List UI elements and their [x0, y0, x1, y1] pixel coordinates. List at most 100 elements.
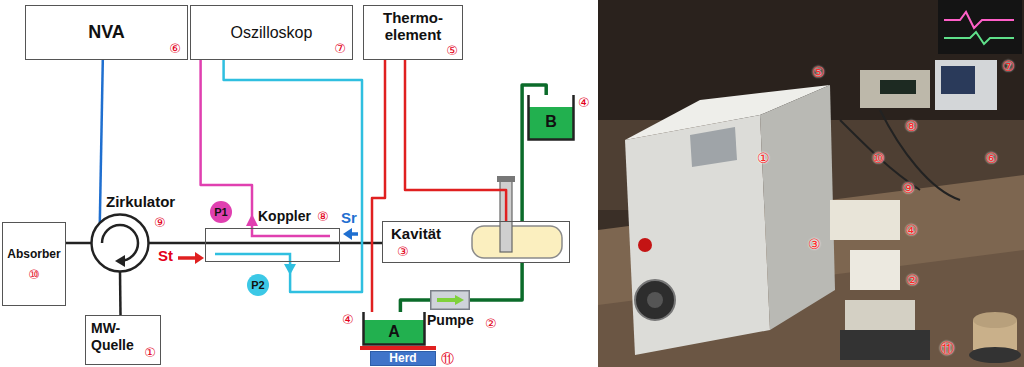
callout-number: ②	[906, 272, 919, 288]
lab-photo	[845, 300, 915, 330]
sr-arrow	[343, 228, 358, 240]
callout-number: ⑥	[985, 150, 998, 166]
flow-arrow	[455, 295, 464, 305]
circulator-arrow	[102, 225, 138, 267]
callout-number: ①	[144, 345, 156, 360]
lab-photo	[944, 12, 1014, 28]
coupler-lines	[205, 242, 340, 245]
lab-photo	[935, 60, 997, 110]
callout-number: ①	[757, 150, 770, 166]
connector-line	[372, 60, 385, 312]
callout-number: ⑨	[902, 180, 915, 196]
node-label: MW- Quelle	[91, 320, 143, 354]
instrument-box: Thermo- element⑤	[363, 5, 463, 60]
coupler-lines	[215, 254, 290, 262]
lab-photo	[647, 292, 663, 308]
lab-photo	[690, 127, 737, 167]
callout-number: ⑧	[317, 209, 329, 224]
lab-photo	[598, 0, 1024, 367]
node-label: P1	[210, 205, 232, 219]
connector-line	[201, 60, 252, 228]
callout-number: ⑨	[154, 215, 166, 230]
node-label: Herd	[371, 352, 435, 365]
circulator-ring	[92, 215, 149, 272]
callout-number: ⑥	[169, 41, 181, 56]
callout-number: ③	[808, 236, 821, 252]
callout-number: ⑦	[334, 41, 346, 56]
st-arrow	[178, 256, 197, 260]
connector-line	[470, 263, 522, 300]
circulator-circle-outline	[90, 213, 150, 273]
connector-line	[405, 60, 506, 221]
pump-body	[430, 290, 470, 310]
node-label: Oszilloskop	[191, 23, 352, 43]
beaker: A④	[340, 310, 428, 348]
node-label: Kavität	[391, 225, 441, 243]
circulator-arrow	[115, 255, 125, 267]
connector-line	[522, 85, 546, 221]
connector-line	[119, 272, 122, 316]
pump-body-outline	[430, 290, 470, 310]
lab-photo	[840, 110, 960, 200]
circulator-circle	[90, 213, 150, 273]
connector-line	[224, 60, 362, 292]
circulator-arrow	[102, 225, 138, 261]
node-label: NVA	[26, 21, 187, 43]
beaker: B④	[527, 93, 595, 143]
connector-line	[100, 60, 103, 223]
hotplate-bar	[360, 346, 436, 350]
absorber-box: Absorber⑩	[2, 222, 66, 306]
node-label: Thermo- element	[368, 9, 458, 43]
callout-number: ⑤	[812, 64, 825, 80]
node-label: Zirkulator	[106, 193, 175, 211]
lab-photo	[625, 115, 770, 355]
port-circle: P2	[247, 274, 269, 296]
cavity-insert	[472, 226, 562, 258]
lab-photo	[973, 312, 1017, 328]
lab-photo	[969, 347, 1021, 363]
lab-photo	[635, 280, 675, 320]
hotplate-bar	[360, 346, 436, 350]
callout-number: ③	[397, 244, 409, 259]
circulator: Zirkulator ⑨	[86, 193, 194, 277]
port-circle: P1	[210, 201, 232, 223]
callout-number: ⑪	[940, 340, 954, 356]
node-label: B	[527, 113, 575, 131]
cavity-insert	[497, 176, 515, 182]
callout-number: ⑦	[1002, 58, 1015, 74]
lab-photo	[840, 330, 930, 360]
lab-photo	[944, 32, 1014, 44]
lab-photo	[760, 85, 835, 330]
callout-number: ⑤	[446, 43, 458, 58]
lab-photo	[830, 200, 900, 240]
lab-photo	[860, 70, 930, 108]
pump: Pumpe ②	[425, 288, 520, 332]
callout-number: ④	[578, 95, 590, 110]
callout-number: ⑪	[441, 351, 454, 366]
flow-arrow	[437, 298, 456, 302]
coupler-box: Koppler⑧	[205, 228, 340, 262]
pump-housing	[431, 291, 470, 310]
lab-photo	[638, 238, 652, 252]
connector-line	[66, 242, 92, 245]
source-box: MW- Quelle①	[85, 315, 161, 365]
cavity-insert	[472, 176, 562, 258]
signal-name: Sr	[341, 209, 357, 226]
callout-number: ④	[342, 312, 354, 327]
callout-number: ②	[485, 316, 497, 331]
node-label: P2	[247, 278, 269, 292]
lab-photo	[880, 80, 916, 94]
instrument-box: Oszilloskop⑦	[190, 5, 353, 60]
st-arrow	[178, 252, 204, 264]
node-label: A	[362, 323, 426, 341]
lab-photo	[941, 66, 975, 94]
lab-photo	[850, 250, 900, 290]
callout-number: ⑧	[905, 118, 918, 134]
signal-name: St	[158, 247, 173, 264]
instrument-box: NVA⑥	[25, 5, 188, 60]
node-label: Absorber	[3, 247, 65, 262]
node-label: Koppler	[258, 208, 311, 225]
stove-box: Herd⑪	[370, 351, 436, 366]
node-label: Pumpe	[427, 312, 474, 329]
